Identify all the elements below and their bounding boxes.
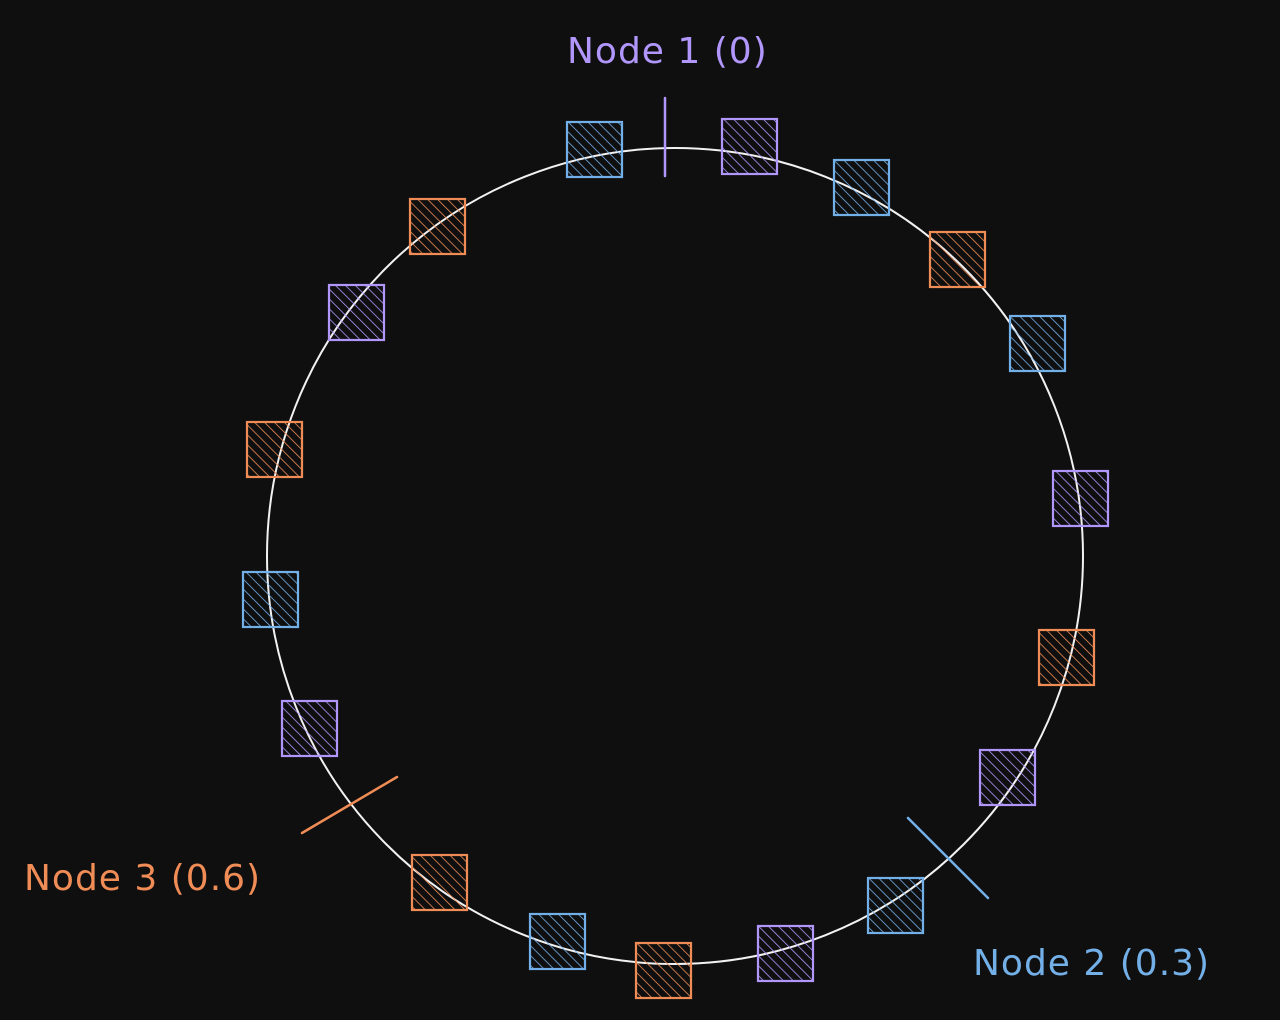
node-2-label: Node 2 (0.3) <box>973 943 1210 984</box>
node-2-marker <box>906 816 990 900</box>
hashed-key-orange-6 <box>928 230 987 289</box>
hashed-key-orange-4 <box>408 197 467 256</box>
node-markers-layer <box>300 96 990 900</box>
hashed-key-blue-11 <box>241 570 300 629</box>
hashed-key-blue-7 <box>1008 314 1067 373</box>
hashed-key-purple-5 <box>327 283 386 342</box>
keys-layer <box>241 117 1110 1000</box>
hashed-key-orange-10 <box>1037 628 1096 687</box>
hashed-key-purple-1 <box>720 117 779 176</box>
hashed-key-purple-12 <box>280 699 339 758</box>
hashed-key-blue-2 <box>565 120 624 179</box>
node-3-marker <box>300 775 399 835</box>
hashed-key-blue-15 <box>866 876 925 935</box>
hashed-key-orange-13 <box>410 853 469 912</box>
hashed-key-blue-18 <box>528 912 587 971</box>
hashed-key-purple-8 <box>1051 469 1110 528</box>
hashed-key-blue-3 <box>832 158 891 217</box>
hashed-key-purple-16 <box>756 924 815 983</box>
hashed-key-purple-14 <box>978 748 1037 807</box>
hashed-key-orange-9 <box>245 420 304 479</box>
node-3-label: Node 3 (0.6) <box>24 858 261 899</box>
hashed-key-orange-17 <box>634 941 693 1000</box>
node-1-label: Node 1 (0) <box>567 31 768 72</box>
